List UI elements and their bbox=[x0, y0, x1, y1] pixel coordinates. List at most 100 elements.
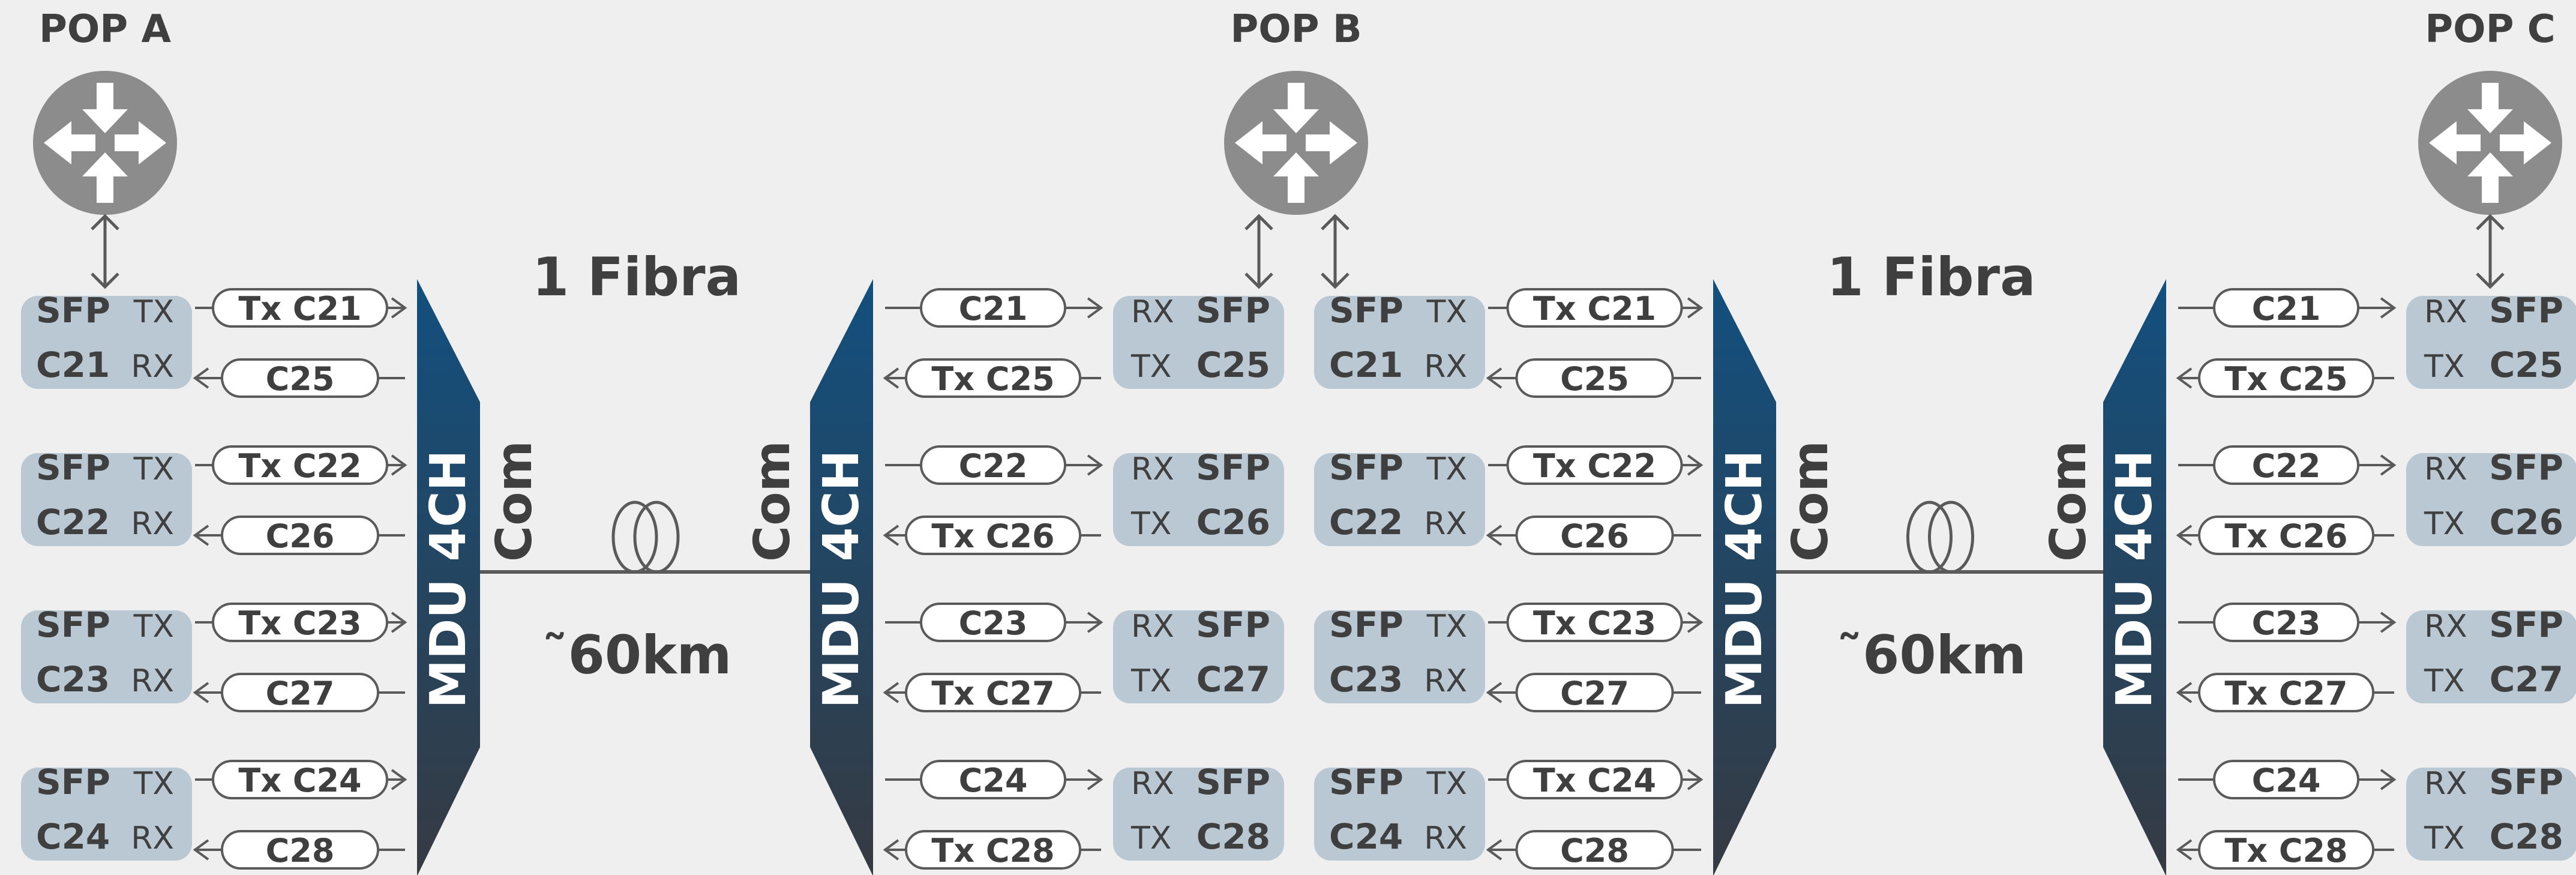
arrow-head-left bbox=[883, 525, 899, 546]
arrow-head-right bbox=[1687, 612, 1704, 633]
channel-label: C26 bbox=[1560, 517, 1629, 555]
arrow-head-left bbox=[883, 839, 899, 861]
tx-port-label: TX bbox=[1426, 766, 1467, 802]
rx-port-label: RX bbox=[1131, 294, 1174, 330]
sfp-title: SFP bbox=[1196, 604, 1270, 645]
channel-label: Tx C22 bbox=[1533, 447, 1656, 485]
tx-port-label: TX bbox=[1130, 506, 1171, 542]
channel-pill-outline bbox=[221, 673, 379, 712]
rx-channel-pill: C28 bbox=[221, 830, 379, 870]
channel-pill-outline bbox=[2198, 358, 2374, 398]
com-port-label: Com bbox=[2040, 441, 2097, 562]
channel-pill-outline bbox=[212, 603, 388, 642]
sfp-box bbox=[1113, 610, 1284, 703]
router-link-arrow bbox=[1244, 214, 1273, 289]
channel-label: Tx C23 bbox=[1533, 604, 1656, 642]
sfp-channel: C23 bbox=[36, 659, 110, 700]
rx-channel-pill: C21 bbox=[920, 288, 1066, 328]
rx-port-label: RX bbox=[131, 663, 174, 699]
rx-channel-pill: C24 bbox=[2213, 760, 2359, 799]
sfp-channel: C26 bbox=[2490, 502, 2563, 543]
rx-port-label: RX bbox=[1424, 820, 1467, 856]
sfp-box bbox=[2406, 453, 2576, 546]
arrow-head-right bbox=[1087, 454, 1103, 476]
router-body bbox=[33, 71, 177, 215]
sfp-title: SFP bbox=[1196, 290, 1270, 331]
channel-pill-outline bbox=[1515, 830, 1674, 870]
pop-label: POP B bbox=[1230, 7, 1362, 52]
channel-label: Tx C23 bbox=[238, 604, 361, 642]
arrow-head-down bbox=[1244, 272, 1273, 289]
channel-label: C24 bbox=[2252, 762, 2321, 799]
tx-channel-pill: Tx C23 bbox=[1506, 603, 1683, 642]
router-icon bbox=[1224, 71, 1368, 215]
fiber-link bbox=[1776, 501, 2104, 574]
channel-label: C27 bbox=[1560, 675, 1629, 712]
router-link-arrow bbox=[2476, 214, 2505, 289]
channel-label: Tx C22 bbox=[238, 447, 361, 485]
tx-port-label: TX bbox=[2424, 820, 2464, 856]
arrow-out-bottom bbox=[82, 152, 128, 203]
arrow-head-down bbox=[2476, 272, 2505, 289]
fiber-coil-icon bbox=[1928, 501, 1974, 574]
arrow-in-top bbox=[2467, 83, 2513, 133]
channel-label: Tx C26 bbox=[2224, 517, 2347, 555]
arrow-out-left bbox=[2429, 121, 2481, 164]
channel-pill-outline bbox=[2198, 673, 2374, 712]
channel-pill-outline bbox=[2213, 603, 2359, 642]
rx-port-label: RX bbox=[2424, 451, 2467, 487]
pop-label: POP C bbox=[2425, 7, 2555, 52]
pop-label: POP A bbox=[39, 7, 172, 52]
sfp-title: SFP bbox=[2489, 762, 2563, 802]
fiber-count-label: 1 Fibra bbox=[1827, 246, 2036, 308]
sfp-channel: C26 bbox=[1196, 502, 1270, 543]
channel-pill-outline bbox=[2213, 288, 2359, 328]
sfp-box bbox=[1314, 453, 1485, 546]
fiber-coil-icon bbox=[611, 501, 658, 574]
fiber-coil-icon bbox=[633, 501, 680, 574]
sfp-title: SFP bbox=[1329, 604, 1404, 645]
arrow-head-up bbox=[91, 214, 119, 230]
sfp-channel: C25 bbox=[1196, 344, 1270, 385]
arrow-head-right bbox=[2380, 769, 2397, 790]
tx-channel-pill: Tx C26 bbox=[2198, 516, 2374, 555]
arrow-out-right bbox=[1306, 121, 1357, 164]
channel-label: Tx C27 bbox=[2224, 675, 2347, 712]
tx-port-label: TX bbox=[1130, 349, 1171, 385]
tx-port-label: TX bbox=[2424, 506, 2464, 542]
mux-demux-unit: MDU 4CH bbox=[1713, 279, 1776, 875]
rx-port-label: RX bbox=[2424, 294, 2467, 330]
mux-shape bbox=[810, 279, 873, 875]
arrow-head-up bbox=[1244, 214, 1273, 230]
rx-port-label: RX bbox=[131, 506, 174, 542]
channel-label: C28 bbox=[266, 832, 335, 870]
channel-pill-outline bbox=[1515, 516, 1674, 555]
arrow-out-bottom bbox=[2467, 152, 2513, 203]
mux-shape bbox=[417, 279, 480, 875]
channel-label: Tx C28 bbox=[931, 832, 1054, 870]
sfp-channel: C21 bbox=[1329, 344, 1403, 385]
channel-label: C21 bbox=[959, 290, 1028, 328]
router-link-arrow bbox=[91, 214, 119, 289]
channel-pill-outline bbox=[212, 760, 388, 799]
mux-label: MDU 4CH bbox=[2106, 450, 2163, 709]
sfp-channel: C27 bbox=[2490, 659, 2563, 700]
sfp-title: SFP bbox=[36, 604, 110, 645]
channel-pill-outline bbox=[920, 603, 1066, 642]
router-body bbox=[1224, 71, 1368, 215]
channel-label: Tx C21 bbox=[238, 290, 361, 328]
sfp-module: RX TX SFP C25 bbox=[1113, 290, 1284, 389]
sfp-channel: C23 bbox=[1329, 659, 1403, 700]
arrow-in-top bbox=[82, 83, 128, 133]
rx-channel-pill: C26 bbox=[1515, 516, 1674, 555]
mux-shape bbox=[2103, 279, 2166, 875]
tx-channel-pill: Tx C27 bbox=[2198, 673, 2374, 712]
arrow-head-left bbox=[1486, 367, 1503, 389]
channel-label: C22 bbox=[2252, 447, 2321, 485]
channel-label: C25 bbox=[266, 360, 335, 398]
channel-pill-outline bbox=[905, 358, 1081, 398]
